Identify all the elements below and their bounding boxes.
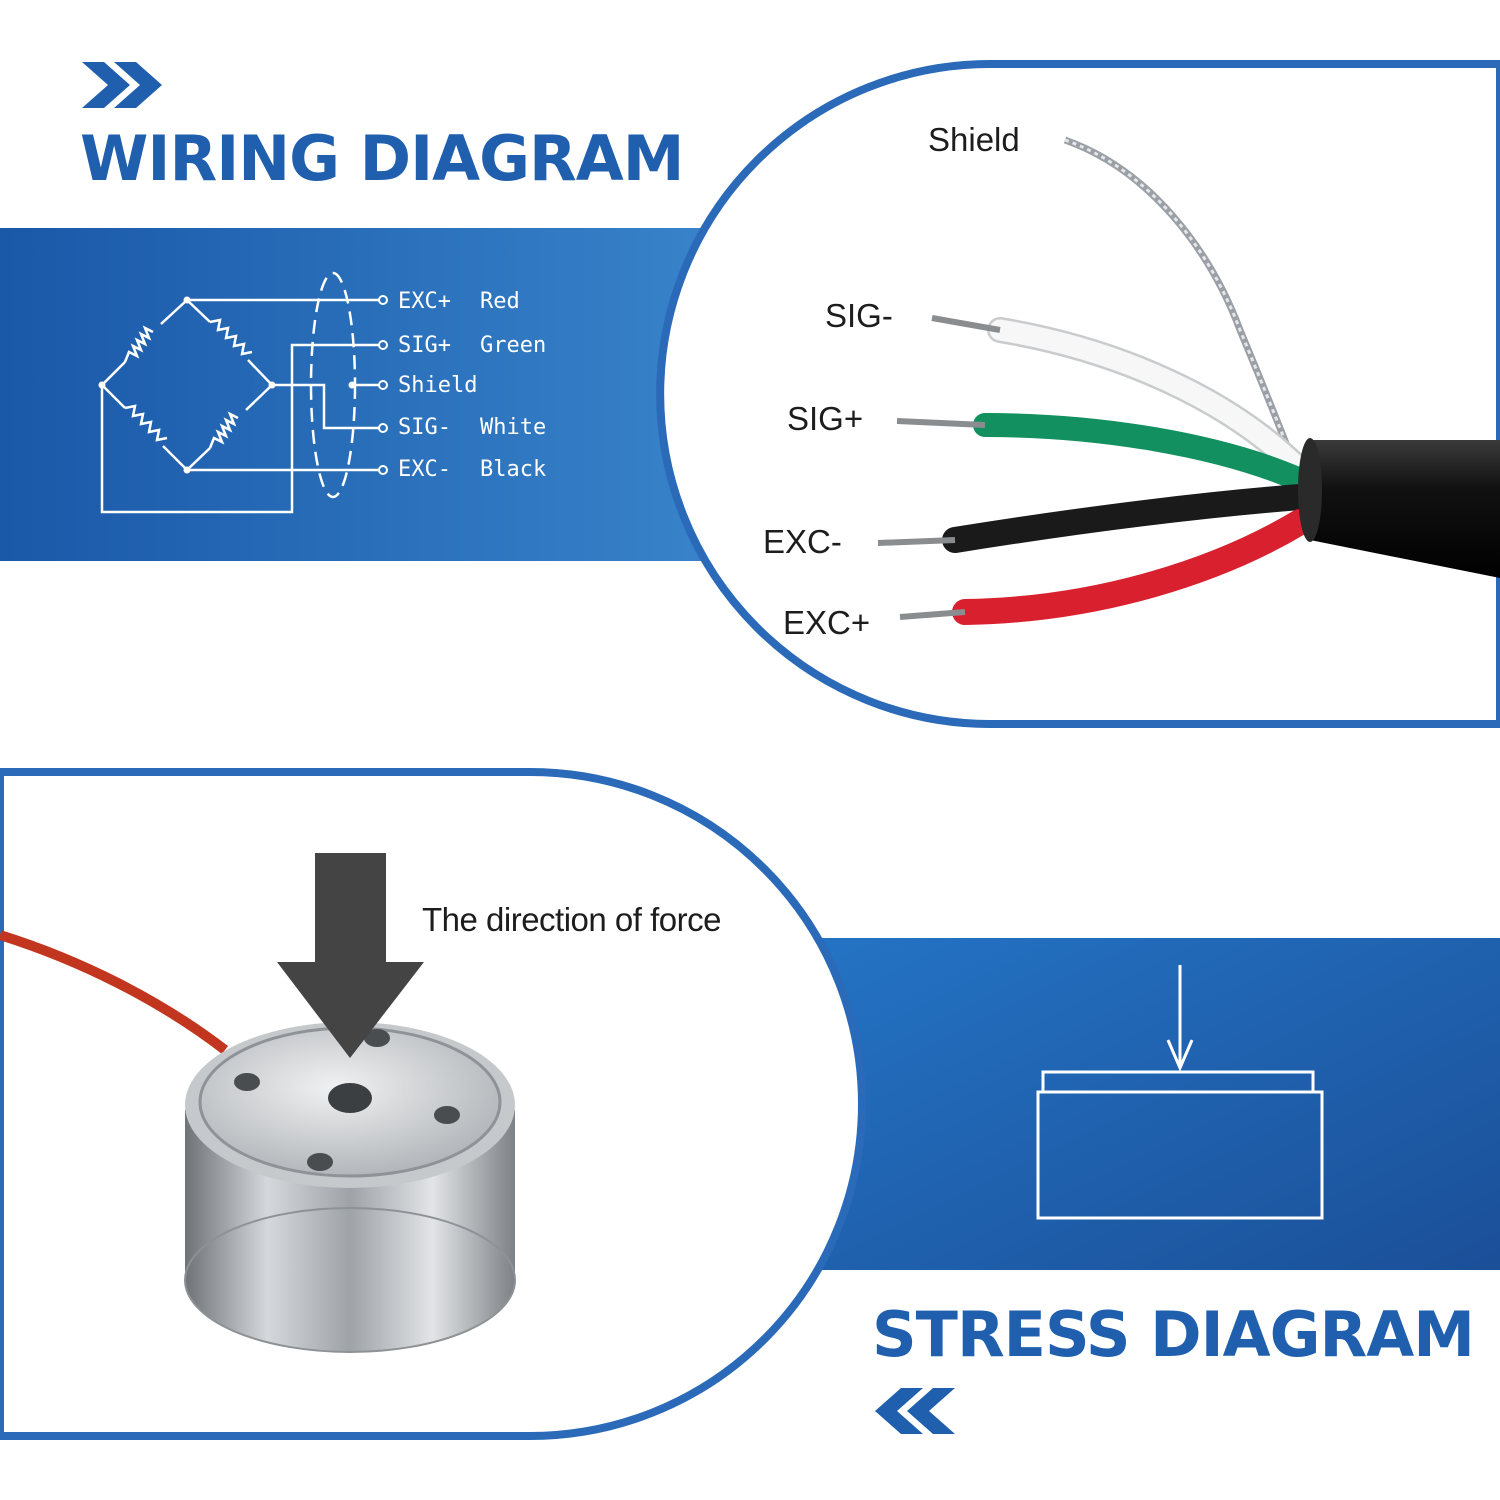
- chevron-right-icon: [82, 62, 162, 108]
- cable-wires: [877, 136, 1500, 625]
- legend-signal-sig-minus: SIG-: [398, 415, 451, 440]
- stress-diagram-title: STRESS DIAGRAM: [872, 1298, 1475, 1371]
- cable-label-shield: Shield: [928, 121, 1020, 158]
- legend-signal-exc-plus: EXC+: [398, 289, 451, 314]
- wiring-diagram-title: WIRING DIAGRAM: [80, 122, 684, 195]
- legend-signal-shield: Shield: [398, 373, 477, 398]
- legend-signal-exc-minus: EXC-: [398, 457, 451, 482]
- stress-schematic: [1036, 965, 1324, 1220]
- cable-label-exc-plus: EXC+: [783, 604, 871, 641]
- chevron-left-icon: [875, 1388, 955, 1434]
- wiring-band: [0, 228, 760, 561]
- legend-color-red: Red: [480, 289, 520, 314]
- force-direction-label: The direction of force: [422, 901, 722, 938]
- cable-label-sig-minus: SIG-: [825, 297, 893, 334]
- legend-signal-sig-plus: SIG+: [398, 333, 451, 358]
- legend-color-black: Black: [480, 457, 546, 482]
- legend-color-green: Green: [480, 333, 546, 358]
- load-cell-sensor: [0, 853, 516, 1353]
- stress-band: [820, 938, 1500, 1270]
- legend-color-white: White: [480, 415, 546, 440]
- force-arrow-icon: [277, 853, 424, 1058]
- cable-photo-frame: [656, 60, 1500, 728]
- wiring-legend: EXC+ Red SIG+ Green Shield SIG- White EX…: [398, 289, 546, 482]
- cable-label-exc-minus: EXC-: [763, 523, 842, 560]
- cable-label-sig-plus: SIG+: [787, 400, 864, 437]
